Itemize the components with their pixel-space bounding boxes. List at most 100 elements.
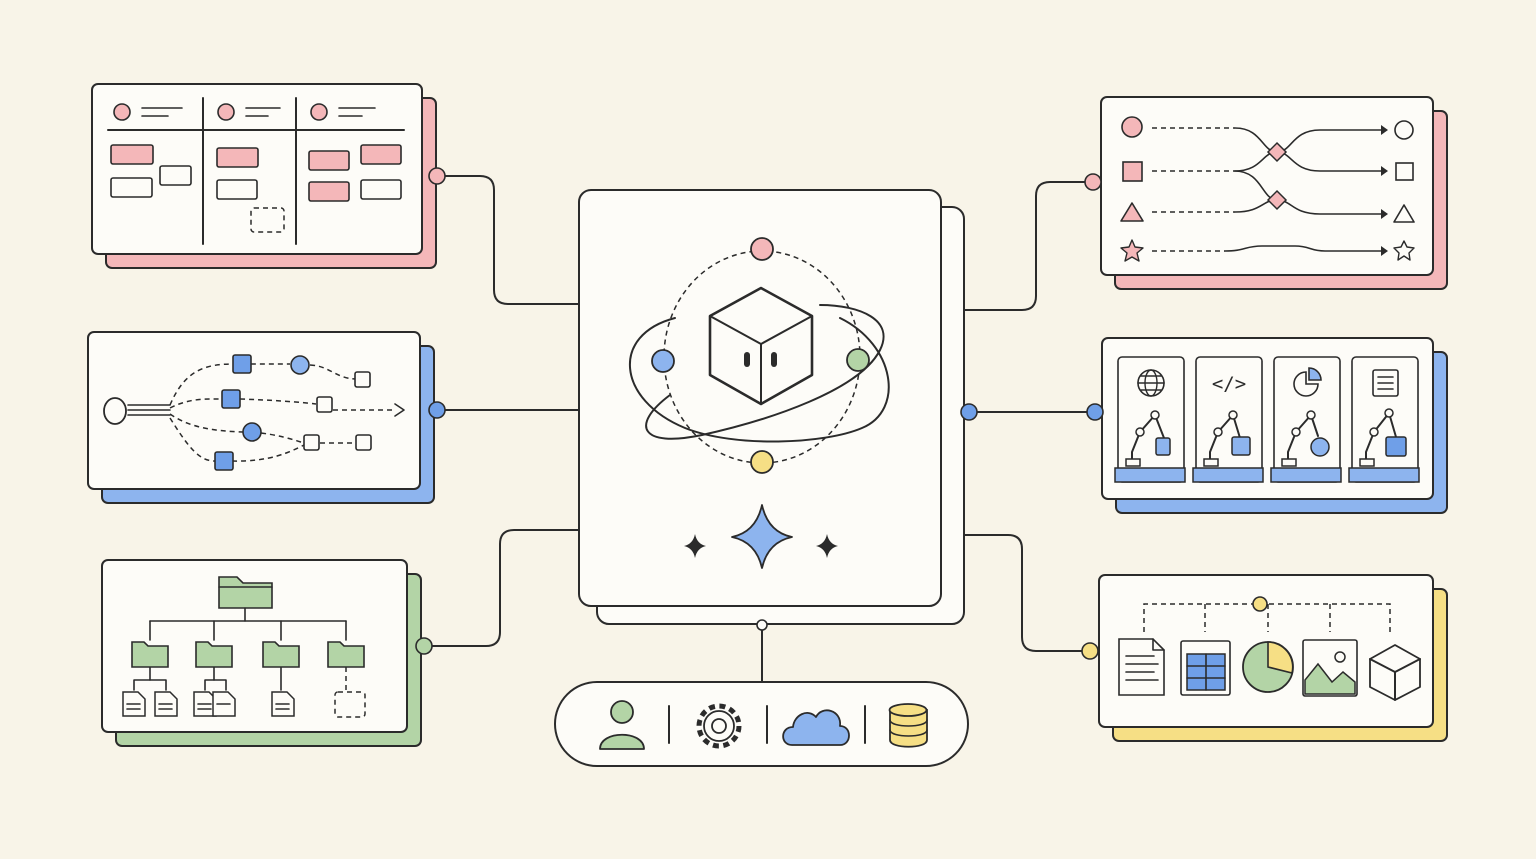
panel-card [91, 83, 423, 255]
folder-icon [327, 641, 365, 668]
panel-card [101, 559, 408, 733]
triangle-icon [1393, 204, 1415, 223]
output-connectors [1143, 603, 1391, 632]
event-node-icon [242, 422, 262, 442]
agent-card: </> [1192, 356, 1264, 483]
pie-chart-icon [1242, 641, 1294, 693]
database-icon[interactable] [888, 703, 928, 748]
step-node-icon [303, 434, 320, 451]
source-node [1252, 596, 1268, 612]
connectors [423, 175, 1096, 683]
square-icon [1395, 162, 1414, 181]
service-bar [554, 619, 969, 767]
kanban-board-panel [91, 83, 446, 269]
pie-chart-icon [1293, 367, 1322, 397]
user-icon[interactable] [599, 700, 645, 750]
triangle-icon [1120, 202, 1144, 222]
robot-arm-icon [1125, 410, 1171, 467]
task-card [110, 177, 153, 198]
central-hub [578, 189, 965, 625]
step-node-icon [316, 396, 333, 413]
connector-node [428, 401, 446, 419]
task-card [216, 147, 259, 168]
kanban-column-header [310, 103, 376, 121]
task-card [110, 144, 154, 165]
file-icons [122, 691, 366, 718]
orbit-node [750, 450, 774, 474]
task-card [216, 179, 258, 200]
task-card [308, 181, 350, 202]
connector-node [428, 167, 446, 185]
folder-icon [218, 576, 273, 609]
agent-card [1114, 356, 1186, 483]
folder-icon [262, 641, 300, 668]
sparkle-icon [816, 534, 838, 558]
robot-arm-icon [1203, 410, 1251, 467]
orbit-node [846, 348, 870, 372]
kanban-cards [110, 144, 402, 233]
star-icon [1393, 240, 1415, 261]
task-card [159, 165, 192, 186]
connector-node [756, 619, 768, 631]
agent-card [1270, 356, 1342, 483]
agent-card [1348, 356, 1420, 483]
start-node-icon [103, 397, 127, 425]
decision-node-icon [1266, 141, 1288, 163]
task-card [360, 179, 402, 200]
tree-lines [133, 607, 347, 691]
event-node-icon [290, 355, 310, 375]
status-dot-icon [217, 103, 235, 121]
workflow-branch-panel [87, 331, 446, 504]
task-card [360, 144, 402, 165]
task-card-placeholder [250, 207, 285, 233]
kanban-column-header [113, 103, 183, 121]
panel-card [1100, 96, 1434, 276]
step-node-icon [354, 371, 371, 388]
document-icon [1118, 638, 1165, 696]
connector-node [1081, 642, 1099, 660]
routing-panel [1084, 96, 1448, 290]
cube-icon [1369, 644, 1421, 701]
code-icon: </> [1212, 373, 1246, 395]
file-icon [271, 691, 295, 717]
document-icon [1372, 369, 1399, 397]
agents-panel: </> [960, 337, 1448, 514]
connector-node [960, 403, 978, 421]
task-card [308, 150, 350, 171]
gear-icon[interactable] [696, 703, 742, 749]
panel-card [87, 331, 421, 490]
star-icon [1120, 239, 1144, 262]
square-icon [1122, 161, 1143, 182]
workflow-nodes [214, 354, 372, 471]
globe-icon [1137, 369, 1165, 397]
connector-node [415, 637, 433, 655]
step-node-icon [355, 434, 372, 451]
task-node-icon [221, 389, 241, 409]
robot-eye [771, 352, 777, 367]
service-bar-pill [554, 681, 969, 767]
robot-arm-icon [1359, 408, 1407, 467]
sparkle-icon [684, 534, 706, 558]
robot-eye [744, 352, 750, 367]
file-placeholder-icon [334, 691, 366, 718]
cloud-icon[interactable] [782, 709, 850, 746]
decision-node-icon [1266, 189, 1288, 211]
file-icon [122, 691, 146, 717]
task-node-icon [232, 354, 252, 374]
image-icon [1302, 639, 1358, 697]
circle-icon [1121, 116, 1143, 138]
task-node-icon [214, 451, 234, 471]
folder-icon [131, 641, 169, 668]
file-icon [154, 691, 178, 717]
cube-robot-icon [708, 286, 814, 406]
circle-icon [1394, 120, 1414, 140]
status-dot-icon [113, 103, 131, 121]
subfolder-icons [131, 641, 365, 668]
file-icon [212, 691, 236, 717]
connector-node [1086, 403, 1104, 421]
table-icon [1180, 640, 1231, 696]
status-dot-icon [310, 103, 328, 121]
connector-node [1084, 173, 1102, 191]
folder-icon [195, 641, 233, 668]
